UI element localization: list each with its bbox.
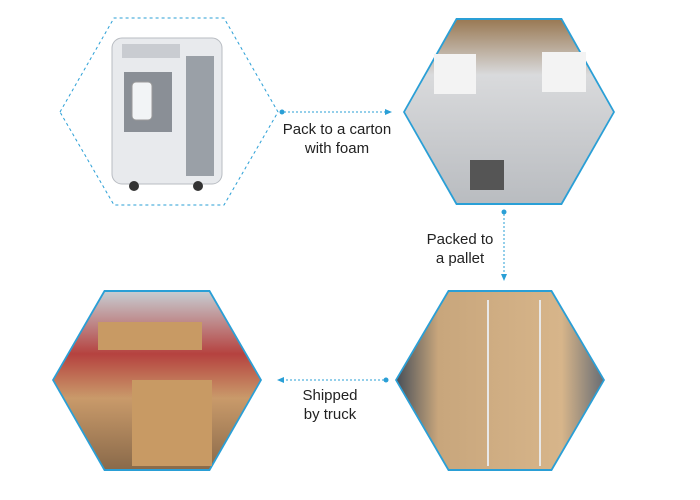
arrow-to-carton bbox=[279, 109, 392, 115]
truck-hexagon bbox=[52, 290, 262, 471]
truck-label-line2: by truck bbox=[303, 406, 357, 423]
pallet-hexagon bbox=[395, 290, 605, 471]
truck-step-label: Shipped by truck bbox=[290, 386, 370, 424]
oxygen-concentrator-photo bbox=[111, 37, 223, 191]
carton-label-line2: with foam bbox=[304, 140, 370, 157]
carton-hexagon bbox=[403, 18, 615, 205]
pallet-step-label: Packed to a pallet bbox=[420, 230, 500, 268]
palletized-box-photo bbox=[397, 292, 603, 469]
pallet-label-line1: Packed to bbox=[426, 231, 494, 248]
carton-with-foam-photo bbox=[405, 20, 613, 203]
pallet-label-line2: a pallet bbox=[435, 250, 485, 267]
carton-step-label: Pack to a carton with foam bbox=[272, 120, 402, 158]
arrow-to-truck bbox=[277, 377, 389, 383]
arrow-to-pallet bbox=[501, 209, 507, 281]
concentrator-hexagon bbox=[59, 17, 279, 206]
truck-label-line1: Shipped bbox=[302, 387, 358, 404]
carton-label-line1: Pack to a carton bbox=[282, 121, 392, 138]
